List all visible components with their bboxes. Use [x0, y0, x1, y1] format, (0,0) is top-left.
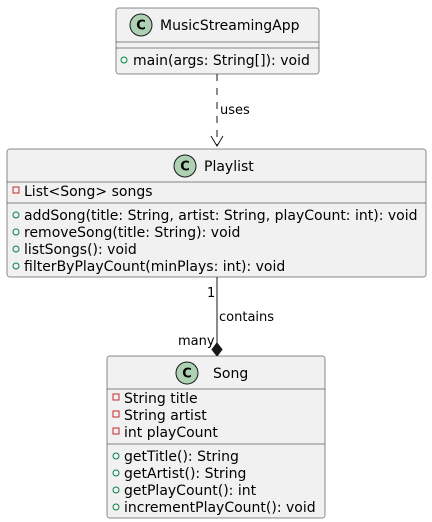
private-visibility-icon: [112, 427, 120, 435]
class-stereotype-letter: C: [180, 160, 190, 175]
class-playlist[interactable]: C Playlist List<Song> songs addSong(titl…: [6, 148, 427, 278]
public-visibility-icon: [12, 262, 20, 270]
public-visibility-icon: [112, 503, 120, 511]
public-visibility-icon: [12, 228, 20, 236]
private-visibility-icon: [12, 186, 20, 194]
relation-contains: contains 1 many: [178, 277, 274, 357]
method: main(args: String[]): void: [133, 53, 310, 69]
class-name: Playlist: [204, 159, 254, 175]
public-visibility-icon: [12, 245, 20, 253]
method: listSongs(): void: [24, 242, 137, 258]
class-stereotype-letter: C: [136, 19, 146, 34]
public-visibility-icon: [120, 56, 128, 64]
public-visibility-icon: [112, 452, 120, 460]
attribute: int playCount: [124, 425, 218, 441]
public-visibility-icon: [12, 211, 20, 219]
method: getArtist(): String: [124, 466, 246, 482]
class-song[interactable]: C Song String title String artist int pl…: [106, 355, 326, 519]
class-stereotype-icon: [175, 361, 199, 385]
attribute: List<Song> songs: [24, 184, 153, 200]
class-stereotype-icon: [129, 13, 153, 37]
relation-uses: uses: [210, 74, 250, 147]
public-visibility-icon: [112, 486, 120, 494]
private-visibility-icon: [112, 410, 120, 418]
attribute: String artist: [124, 408, 207, 424]
method: incrementPlayCount(): void: [124, 500, 316, 516]
method: removeSong(title: String): void: [24, 225, 240, 241]
open-arrowhead-icon: [210, 135, 224, 147]
method: filterByPlayCount(minPlays: int): void: [24, 259, 285, 275]
class-name: MusicStreamingApp: [160, 18, 300, 34]
target-multiplicity: many: [178, 334, 215, 349]
private-visibility-icon: [112, 393, 120, 401]
composition-diamond-icon: [211, 342, 223, 357]
class-stereotype-letter: C: [182, 367, 192, 382]
attribute: String title: [124, 391, 198, 407]
class-musicstreamingapp[interactable]: C MusicStreamingApp main(args: String[])…: [115, 7, 320, 75]
class-name: Song: [213, 366, 248, 382]
relation-label: contains: [219, 310, 274, 325]
source-multiplicity: 1: [207, 286, 215, 301]
method: getPlayCount(): int: [124, 483, 257, 499]
relation-label: uses: [220, 103, 250, 118]
public-visibility-icon: [112, 469, 120, 477]
method: addSong(title: String, artist: String, p…: [24, 208, 417, 224]
method: getTitle(): String: [124, 449, 239, 465]
class-stereotype-icon: [173, 154, 197, 178]
